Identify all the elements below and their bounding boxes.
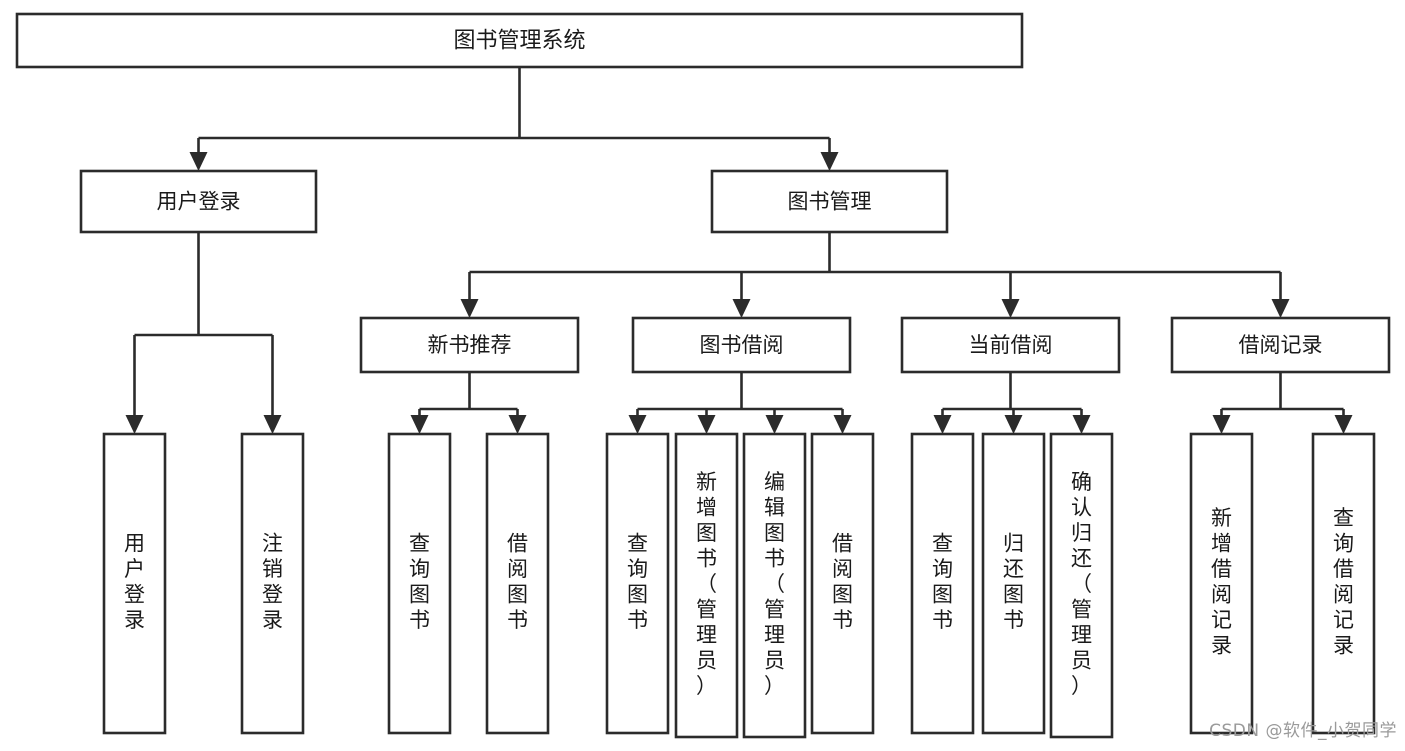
node-box-shape: [240, 432, 305, 735]
leaf-node[interactable]: 确认归还（管理员）: [1049, 432, 1114, 739]
node-box-shape: [981, 432, 1046, 735]
leaf-node-label: 查询图书: [627, 532, 648, 633]
level3-node[interactable]: 新书推荐: [359, 316, 580, 374]
level3-node[interactable]: 当前借阅: [900, 316, 1121, 374]
node-box-shape: [605, 432, 670, 735]
node-box-shape: [742, 432, 807, 739]
arrow-head-icon: [125, 415, 144, 434]
leaf-node-label: 归还图书: [1003, 532, 1024, 633]
leaf-node-label: 新增图书（管理员）: [696, 470, 717, 698]
node-box-shape: [631, 316, 852, 374]
level3-node-label: 图书借阅: [700, 333, 784, 357]
node-box-shape: [359, 316, 580, 374]
node-box-shape: [1170, 316, 1391, 374]
level3-node-label: 借阅记录: [1239, 333, 1323, 357]
arrow-head-icon: [410, 415, 429, 434]
leaf-node-label: 注销登录: [262, 532, 283, 633]
leaf-node[interactable]: 借阅图书: [810, 432, 875, 735]
level2-node-label: 用户登录: [157, 190, 241, 214]
arrow-head-icon: [732, 299, 751, 318]
arrow-head-icon: [765, 415, 784, 434]
node-box-shape: [79, 169, 318, 234]
node-box-shape: [674, 432, 739, 739]
node-box-shape: [900, 316, 1121, 374]
arrow-head-icon: [833, 415, 852, 434]
node-box-shape: [102, 432, 167, 735]
root-node-label: 图书管理系统: [453, 29, 585, 54]
leaf-node[interactable]: 新增图书（管理员）: [674, 432, 739, 739]
arrow-head-icon: [1212, 415, 1231, 434]
leaf-node-label: 用户登录: [124, 532, 145, 633]
leaf-node-label: 编辑图书（管理员）: [764, 470, 785, 698]
arrow-head-icon: [628, 415, 647, 434]
arrow-head-icon: [697, 415, 716, 434]
arrow-head-icon: [1004, 415, 1023, 434]
leaf-node-label: 查询图书: [932, 532, 953, 633]
leaf-node[interactable]: 注销登录: [240, 432, 305, 735]
arrow-head-icon: [820, 152, 839, 171]
leaf-node-label: 查询借阅记录: [1333, 506, 1354, 658]
arrow-head-icon: [460, 299, 479, 318]
arrow-head-icon: [1271, 299, 1290, 318]
level3-node-label: 新书推荐: [428, 333, 512, 357]
node-box-shape: [387, 432, 452, 735]
level2-node-label: 图书管理: [788, 190, 872, 214]
arrow-head-icon: [1072, 415, 1091, 434]
node-box-shape: [810, 432, 875, 735]
arrow-head-icon: [508, 415, 527, 434]
leaf-node-label: 借阅图书: [507, 532, 528, 633]
leaf-node-label: 借阅图书: [832, 532, 853, 633]
level3-node[interactable]: 图书借阅: [631, 316, 852, 374]
node-box-shape: [710, 169, 949, 234]
node-box-shape: [1049, 432, 1114, 739]
node-layer: 图书管理系统用户登录图书管理新书推荐图书借阅当前借阅借阅记录用户登录注销登录查询…: [15, 12, 1391, 739]
level3-node[interactable]: 借阅记录: [1170, 316, 1391, 374]
leaf-node[interactable]: 归还图书: [981, 432, 1046, 735]
leaf-node[interactable]: 用户登录: [102, 432, 167, 735]
node-box-shape: [485, 432, 550, 735]
leaf-node[interactable]: 查询图书: [605, 432, 670, 735]
node-box-shape: [910, 432, 975, 735]
arrow-head-icon: [1001, 299, 1020, 318]
leaf-node[interactable]: 查询图书: [387, 432, 452, 735]
leaf-node-label: 查询图书: [409, 532, 430, 633]
level2-node[interactable]: 用户登录: [79, 169, 318, 234]
level2-node[interactable]: 图书管理: [710, 169, 949, 234]
leaf-node[interactable]: 借阅图书: [485, 432, 550, 735]
leaf-node-label: 确认归还（管理员）: [1071, 470, 1092, 698]
arrow-head-icon: [263, 415, 282, 434]
node-box-shape: [1311, 432, 1376, 735]
leaf-node[interactable]: 编辑图书（管理员）: [742, 432, 807, 739]
connector-layer: [125, 67, 1353, 434]
node-box-shape: [1189, 432, 1254, 735]
leaf-node-label: 新增借阅记录: [1211, 506, 1232, 658]
arrow-head-icon: [933, 415, 952, 434]
leaf-node[interactable]: 新增借阅记录: [1189, 432, 1254, 735]
csdn-watermark: CSDN @软件_小贺同学: [1209, 721, 1397, 741]
level3-node-label: 当前借阅: [969, 333, 1053, 357]
node-box-shape: [15, 12, 1024, 69]
root-node[interactable]: 图书管理系统: [15, 12, 1024, 69]
arrow-head-icon: [1334, 415, 1353, 434]
leaf-node[interactable]: 查询借阅记录: [1311, 432, 1376, 735]
arrow-head-icon: [189, 152, 208, 171]
leaf-node[interactable]: 查询图书: [910, 432, 975, 735]
